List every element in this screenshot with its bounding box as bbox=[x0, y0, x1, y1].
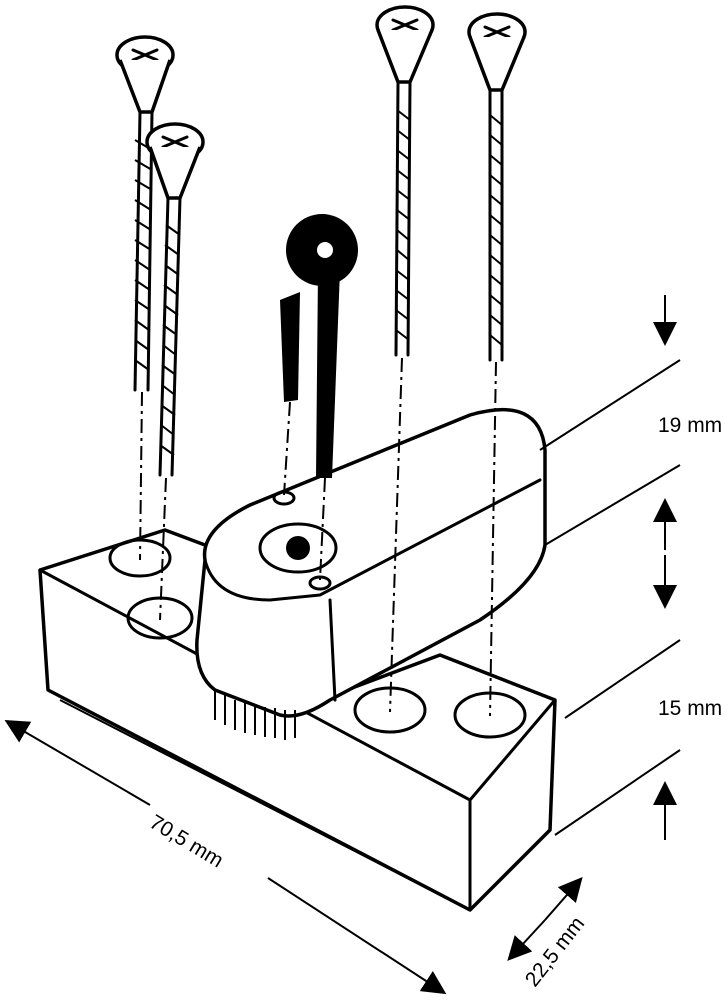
lock-body bbox=[195, 407, 547, 740]
dimension-label-length: 70,5 mm bbox=[145, 811, 227, 873]
screw-4 bbox=[467, 12, 527, 717]
dimension-label-depth: 22,5 mm bbox=[521, 913, 589, 992]
arrow-right-icon bbox=[267, 877, 447, 995]
dimension-lines bbox=[4, 295, 681, 995]
arrow-left-icon bbox=[4, 719, 151, 806]
star-socket-icon bbox=[286, 536, 310, 560]
dimension-label-15mm: 15 mm bbox=[658, 697, 722, 720]
base-block bbox=[38, 528, 557, 912]
screw-1 bbox=[115, 35, 175, 561]
key bbox=[280, 214, 358, 581]
screws bbox=[115, 5, 527, 717]
screw-2 bbox=[145, 122, 205, 621]
dimension-label-19mm: 19 mm bbox=[658, 414, 722, 437]
screw-3 bbox=[375, 5, 435, 713]
